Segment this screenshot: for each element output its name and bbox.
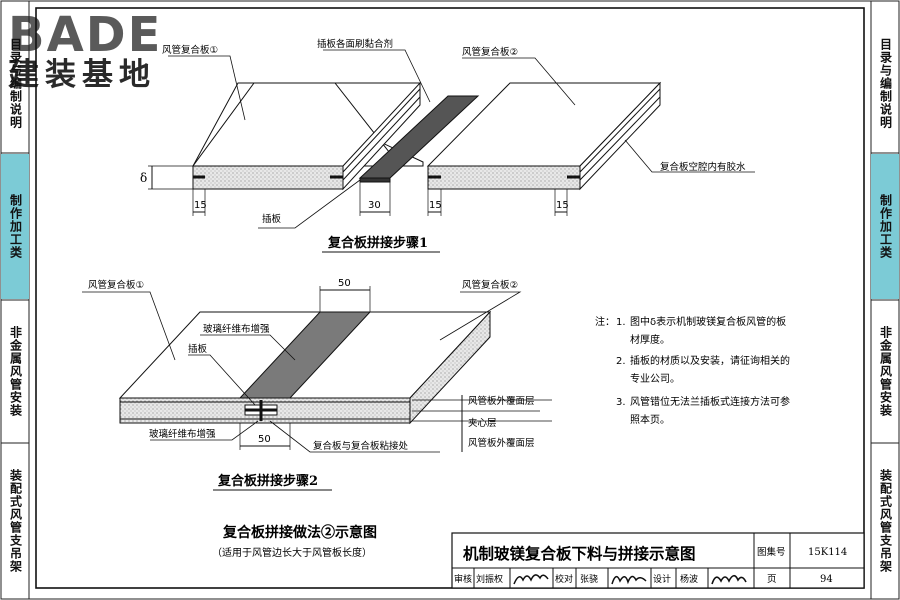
panel-2-side-line-a xyxy=(579,88,661,173)
label-outer-top: 风管板外覆面层 xyxy=(468,395,535,407)
label-glue: 插板各面刷黏合剂 xyxy=(317,38,393,50)
title-block: 机制玻镁复合板下料与拼接示意图 图集号 15K114 页 94 审核 刘振权 校… xyxy=(451,532,865,589)
leader-insert-d2 xyxy=(188,354,256,406)
dim-15-right-label: 15 xyxy=(556,200,569,211)
note-2-line-2: 专业公司。 xyxy=(630,372,680,385)
review-signature xyxy=(513,574,549,585)
left-tab-support-hanger[interactable]: 装配式风管支吊架 xyxy=(8,469,23,573)
note-1-line-2: 材厚度。 xyxy=(630,333,670,346)
note-1-num: 1. xyxy=(616,317,626,328)
design-name: 杨波 xyxy=(680,573,698,585)
left-tab-contents[interactable]: 目录与编制说明 xyxy=(8,37,23,129)
panel-2-section xyxy=(427,165,581,190)
leader-glue xyxy=(323,49,431,103)
design-label: 设计 xyxy=(653,573,671,585)
note-3-line-1: 风管错位无法兰插板式连接方法可参 xyxy=(630,395,790,408)
label-outer-bottom: 风管板外覆面层 xyxy=(468,437,535,449)
drawing-title: 机制玻镁复合板下料与拼接示意图 xyxy=(463,544,696,563)
page-label: 页 xyxy=(767,574,777,585)
drawing-border xyxy=(35,7,865,589)
right-tab-fabrication[interactable]: 制作加工类 xyxy=(871,154,899,299)
right-tab-contents[interactable]: 目录与编制说明 xyxy=(878,37,893,129)
panel-1-side-line-b xyxy=(342,96,421,181)
bottom-caption-subtitle: （适用于风管边长大于风管板长度） xyxy=(212,546,372,559)
label-panel-2-d1: 风管复合板② xyxy=(462,46,518,58)
leader-panel-2-d2 xyxy=(439,291,522,341)
right-tab-support-hanger[interactable]: 装配式风管支吊架 xyxy=(878,469,893,573)
notes: 注： 1. 图中δ表示机制玻镁复合板风管的板 材厚度。 2. 插板的材质以及安装… xyxy=(595,315,790,426)
logo-subtitle: 建装基地 xyxy=(8,57,156,91)
caption-step-2: 复合板拼接步骤2 xyxy=(217,473,318,489)
leader-panel-1-d2 xyxy=(82,291,176,361)
right-tab-nonmetal-duct[interactable]: 非金属风管安装 xyxy=(878,326,893,417)
panel-1-side-line-a xyxy=(342,88,421,173)
label-fiber-bottom: 玻璃纤维布增强 xyxy=(149,428,216,440)
caption-step-1: 复合板拼接步骤1 xyxy=(327,235,428,251)
label-panel-2-d2: 风管复合板② xyxy=(462,279,518,291)
proof-name: 张骁 xyxy=(580,573,598,585)
label-insert-d2: 插板 xyxy=(188,343,208,355)
note-3-num: 3. xyxy=(616,397,626,408)
atlas-no-label: 图集号 xyxy=(757,546,786,558)
leader-insert xyxy=(258,179,361,229)
insert-plate-edge xyxy=(359,177,391,183)
dim-15-mid-label: 15 xyxy=(429,200,442,211)
dim-50-bottom-label: 50 xyxy=(258,434,271,445)
leader-fiber-top xyxy=(200,334,296,361)
review-label: 审核 xyxy=(454,573,472,585)
design-signature xyxy=(711,574,747,585)
leader-joint xyxy=(269,420,440,453)
panel-1-section xyxy=(192,165,344,190)
label-panel-1-d1: 风管复合板① xyxy=(162,44,218,56)
atlas-no-value: 15K114 xyxy=(808,547,847,558)
label-core: 夹心层 xyxy=(468,417,497,429)
note-1-line-1: 图中δ表示机制玻镁复合板风管的板 xyxy=(630,315,786,328)
dim-50-top-label: 50 xyxy=(338,278,351,289)
leader-cavity xyxy=(624,139,755,173)
notes-prefix: 注： xyxy=(595,315,615,328)
panel-2-side-line-b xyxy=(579,96,661,181)
label-insert-d1: 插板 xyxy=(262,213,282,225)
leader-fiber-bottom xyxy=(150,420,259,441)
joined-panel-side xyxy=(409,310,491,425)
logo-brand: BADE xyxy=(8,7,162,63)
left-tab-nonmetal-duct[interactable]: 非金属风管安装 xyxy=(8,326,23,417)
label-cavity: 复合板空腔内有胶水 xyxy=(660,161,746,173)
note-2-line-1: 插板的材质以及安装，请征询相关的 xyxy=(630,354,790,367)
page-value: 94 xyxy=(820,574,833,585)
logo: BADE 建装基地 xyxy=(6,5,181,93)
tab-separators xyxy=(1,152,899,444)
note-3-line-2: 照本页。 xyxy=(630,413,670,426)
leader-panel-1 xyxy=(168,55,246,121)
label-joint: 复合板与复合板粘接处 xyxy=(313,440,409,452)
title-block-frame xyxy=(451,532,865,589)
leader-panel-2 xyxy=(462,57,576,106)
dim-15-left-label: 15 xyxy=(194,200,207,211)
label-fiber-top: 玻璃纤维布增强 xyxy=(203,323,270,335)
proof-signature xyxy=(611,575,647,585)
left-tab-fabrication[interactable]: 制作加工类 xyxy=(1,154,29,299)
bottom-caption-title: 复合板拼接做法②示意图 xyxy=(222,524,377,541)
note-2-num: 2. xyxy=(616,356,626,367)
diagram-step-1: δ 15 30 15 15 风管复合板① 插板各面刷黏合剂 风管复合板② 复合板… xyxy=(140,38,755,253)
diagram-step-2: 50 50 风管复合板① 风管复合板② 玻璃纤维布增强 插板 玻璃纤维布增强 复… xyxy=(82,278,552,491)
label-panel-1-d2: 风管复合板① xyxy=(88,279,144,291)
dim-delta-label: δ xyxy=(140,171,147,185)
proof-label: 校对 xyxy=(555,573,573,585)
dim-30-label: 30 xyxy=(368,200,381,211)
review-name: 刘振权 xyxy=(476,573,503,585)
